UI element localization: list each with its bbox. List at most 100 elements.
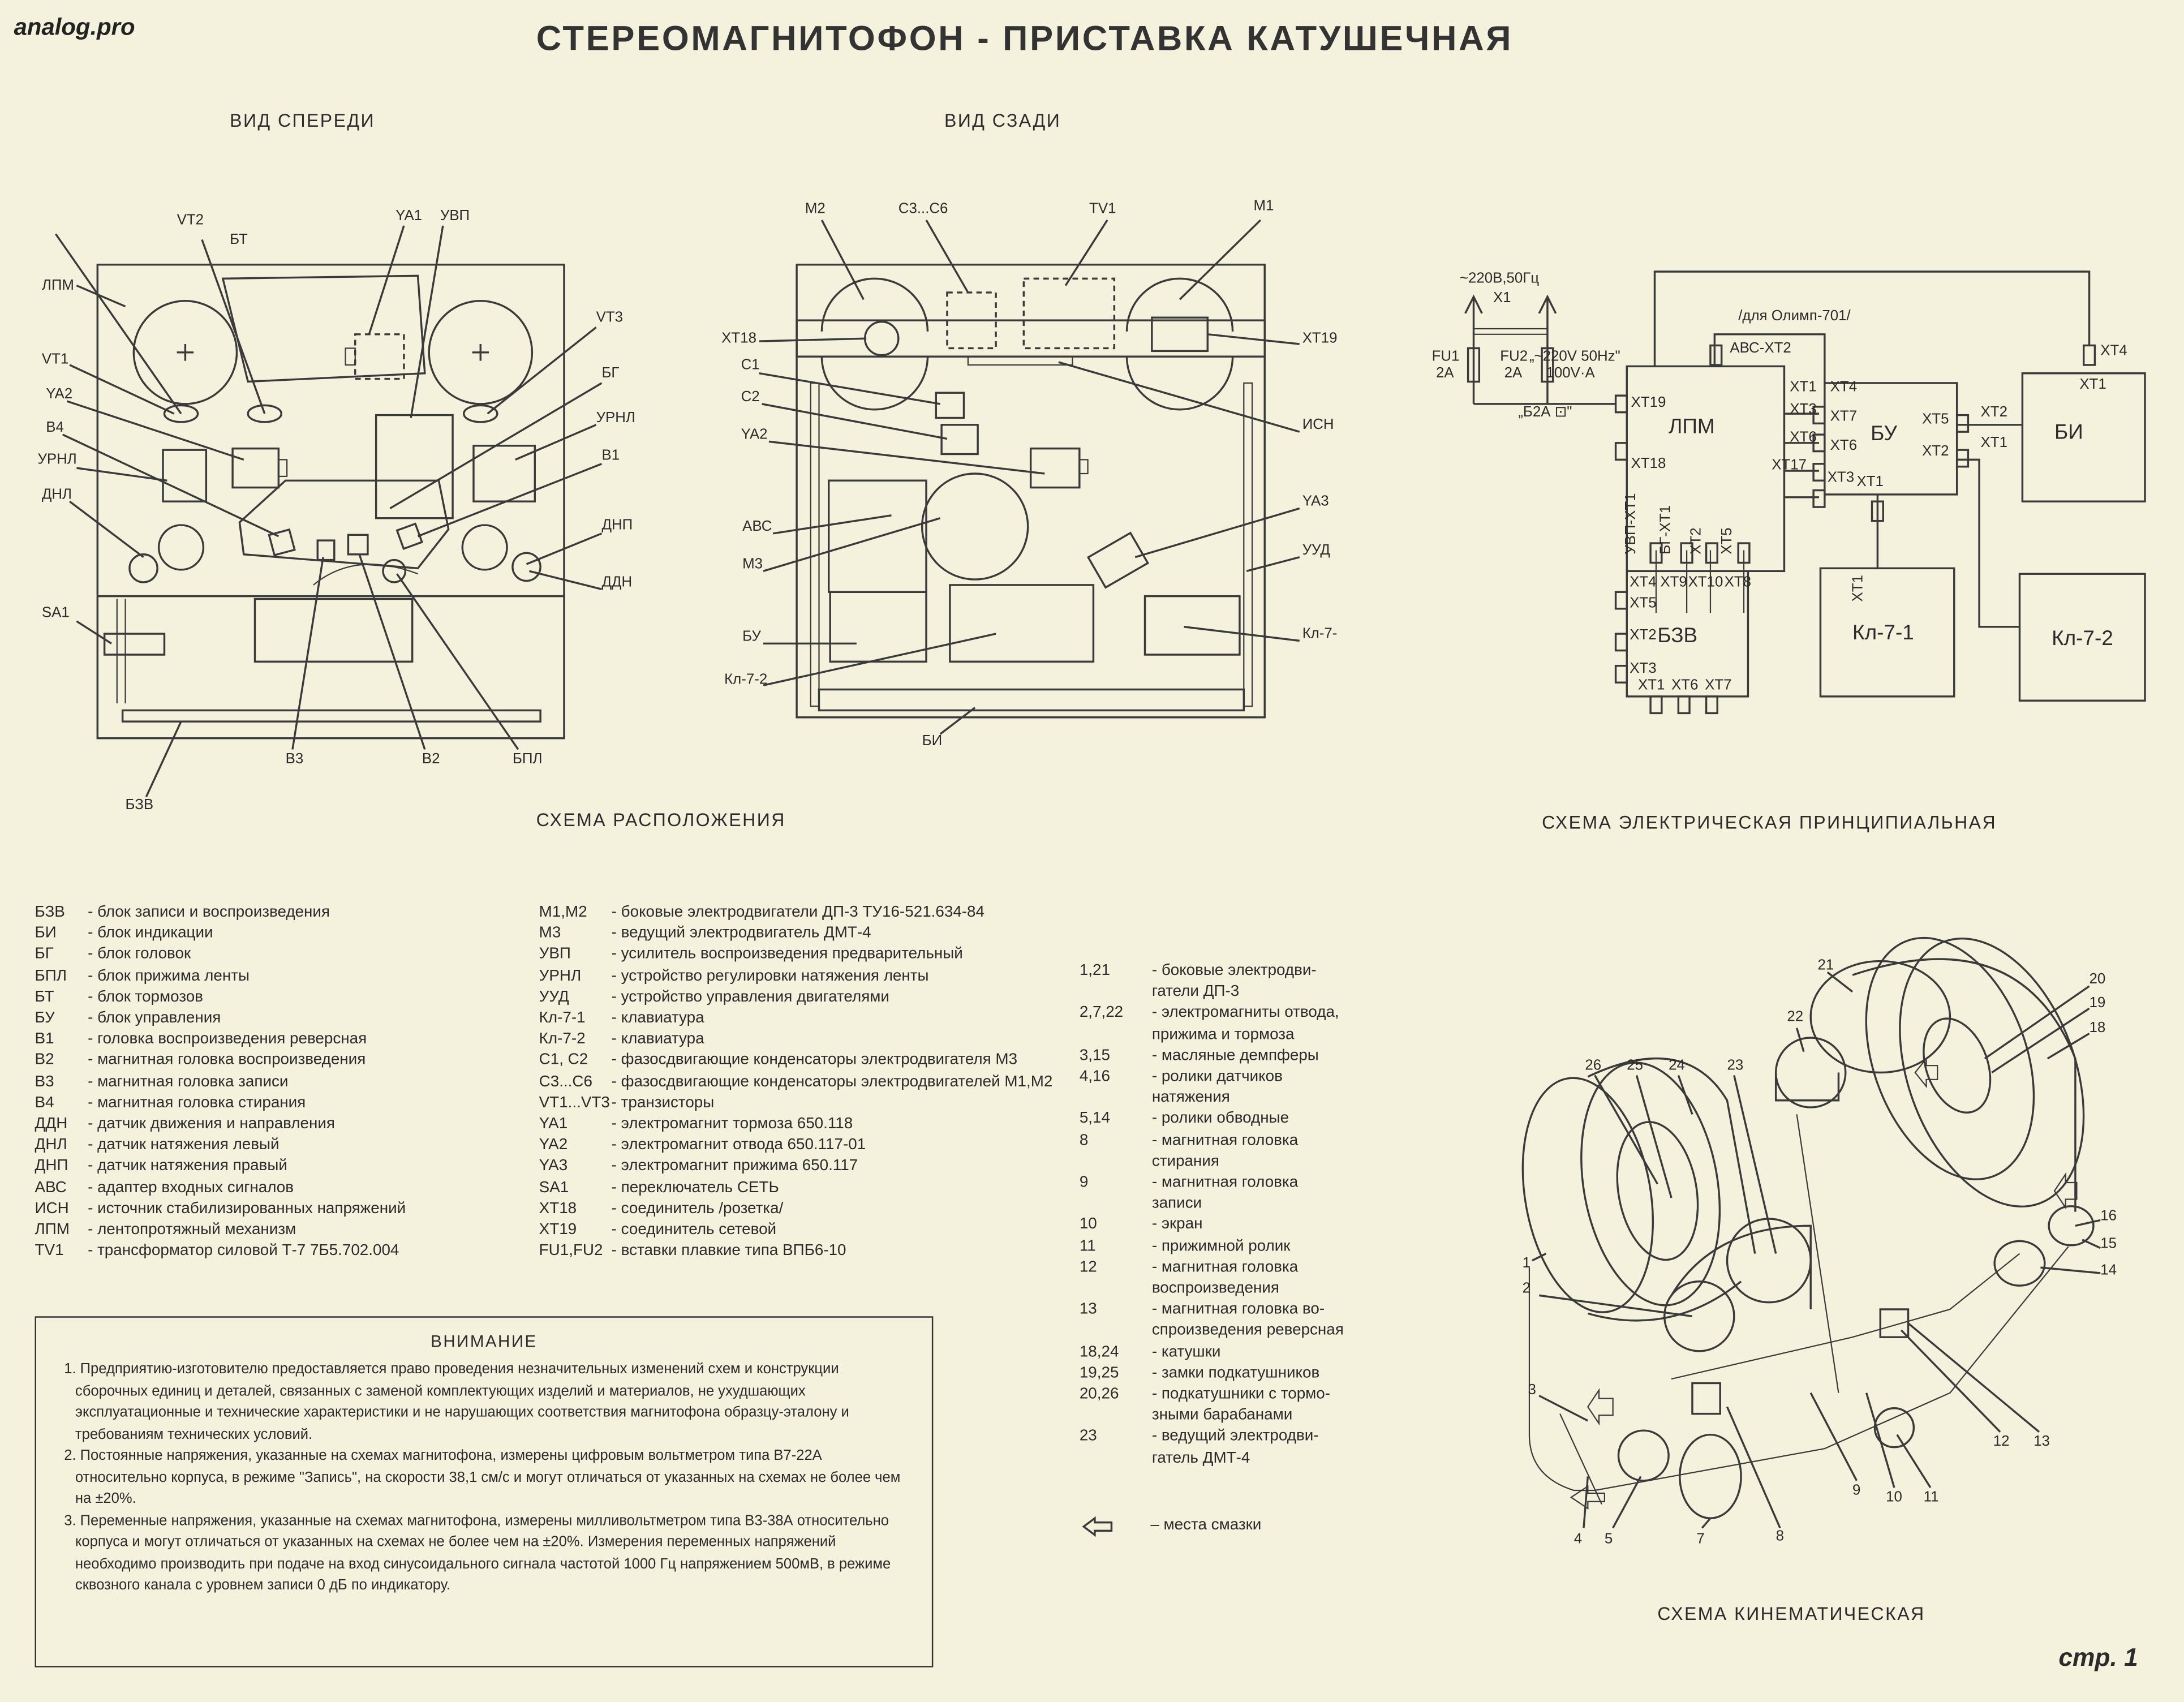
kinematic-number-12: 4 [1573,1531,1583,1548]
electric-label-16: XT3 [1790,401,1817,418]
legend-entry: M3- ведущий электродвигатель ДМТ-4 [539,924,1053,945]
legend-code: 13 [1079,1301,1097,1318]
electric-label-17: XT6 [1790,429,1817,446]
legend-entry: 12- магнитная головка воспроизведения [1080,1258,1344,1300]
legend-description: - источник стабилизированных напряжений [88,1200,406,1218]
electric-label-22: XT3 [1827,469,1855,487]
lubrication-note: – места смазки [1150,1516,1262,1534]
electric-caption: СХЕМА ЭЛЕКТРИЧЕСКАЯ ПРИНЦИПИАЛЬНАЯ [1542,812,1997,833]
legend-description: - блок головок [88,946,191,964]
legend-entry: YA3- электромагнит прижима 650.117 [539,1157,1053,1177]
electric-label-15: XT1 [1790,379,1817,396]
legend-entry: 3,15- масляные демпферы [1080,1046,1344,1067]
legend-description: - устройство регулировки натяжения ленты [611,967,929,985]
kinematic-number-6: 25 [1627,1057,1644,1074]
legend-code: 9 [1079,1174,1089,1191]
back-view-label-14: БУ [742,628,761,645]
legend-entry: C3...C6- фазосдвигающие конденсаторы эле… [539,1072,1053,1093]
back-view-label-10: АВС [742,518,772,535]
legend-description: - боковые электродви- гатели ДП-3 [1151,962,1317,1001]
electric-label-1: X1 [1493,290,1511,307]
electric-label-29: БГ-XT1 [1657,505,1674,555]
electric-label-34: XT10 [1688,574,1723,591]
kinematic-number-22: 15 [2100,1235,2117,1253]
legend-description: - фазосдвигающие конденсаторы электродви… [611,1073,1053,1090]
back-view-label-13: УУД [1302,541,1330,559]
kinematic-number-11: 3 [1528,1382,1536,1399]
front-view-label-8: БГ [601,364,620,382]
back-view-label-7: C2 [741,388,760,406]
legend-entry: БГ - блок головок [35,945,406,966]
legend-description: - усилитель воспроизведения предваритель… [611,946,963,964]
legend-code: 2,7,22 [1079,1004,1124,1022]
legend-description: - транзисторы [611,1094,715,1112]
back-view-label-16: Кл-7-2 [724,671,768,689]
legend-entry: БИ- блок индикации [35,924,406,945]
legend-description: - вставки плавкие типа ВПБ6-10 [611,1243,846,1260]
front-view-label-11: УРНЛ [37,451,77,469]
electric-label-23: XT1 [1856,473,1884,491]
legend-entry: 11- прижимной ролик [1080,1236,1344,1257]
legend-description: - фазосдвигающие конденсаторы электродви… [611,1052,1018,1069]
site-watermark[interactable]: analog.pro [14,14,135,41]
legend-description: - подкатушники с тормо- зными барабанами [1151,1386,1331,1424]
legend-description: - блок тормозов [88,988,203,1005]
legend-code: 18,24 [1079,1343,1119,1361]
legend-description: - соединитель сетевой [611,1222,777,1239]
back-view-label-0: M2 [805,200,826,218]
electric-label-37: XT2 [1630,626,1657,644]
front-view-label-6: VT1 [41,351,69,368]
legend-code: YA1 [539,1115,568,1133]
legend-code: 4,16 [1079,1068,1110,1085]
legend-code: YA2 [539,1137,568,1154]
legend-description: - блок индикации [88,925,213,942]
electric-label-2: FU1 [1431,348,1460,365]
warning-paragraph-2: 2. Постоянные напряжения, указанные на с… [64,1449,901,1507]
legend-code: ДНЛ [35,1137,67,1154]
kinematic-number-18: 11 [1923,1489,1939,1506]
legend-entry: 19,25 - замки подкатушников [1080,1364,1344,1385]
legend-description: - магнитная головка во- спроизведения ре… [1151,1301,1344,1339]
electric-block-3: БЗВ [1657,624,1698,648]
legend-entry: БПЛ- блок прижима ленты [35,966,406,987]
front-view-label-4: ЛПМ [41,277,74,294]
legend-code: АВС [35,1179,67,1196]
kinematic-number-10: 2 [1522,1280,1531,1297]
legend-entry: БТ- блок тормозов [35,987,406,1008]
legend-code: XT18 [539,1200,577,1218]
legend-code: В1 [35,1031,54,1048]
electric-label-35: XT8 [1724,574,1752,591]
electric-block-0: ЛПМ [1669,415,1715,439]
legend-description: - замки подкатушников [1151,1365,1320,1382]
kinematic-number-8: 23 [1727,1057,1744,1074]
electric-block-4: Кл-7-1 [1852,621,1914,645]
back-view-label-12: M3 [742,556,763,573]
legend-code: 19,25 [1079,1365,1119,1382]
legend-code: VT1...VT3 [539,1094,610,1112]
legend-description: - лентопротяжный механизм [88,1222,296,1239]
kinematic-diagram-drawing [1521,936,2101,1529]
front-view-label-10: УРНЛ [596,409,635,427]
legend-entry: 1,21- боковые электродви- гатели ДП-3 [1080,961,1344,1004]
legend-entry: YA1- электромагнит тормоза 650.118 [539,1114,1053,1135]
legend-code: Кл-7-1 [539,1009,586,1027]
legend-code: ДДН [35,1115,68,1133]
legend-description: - экран [1151,1217,1203,1233]
legend-code: БУ [35,1009,55,1027]
legend-code: 11 [1079,1237,1096,1255]
back-view-label-11: YA3 [1302,493,1329,510]
warning-box: ВНИМАНИЕ 1. Предприятию-изготовителю пре… [35,1316,934,1667]
front-view-label-3: УВП [440,207,470,225]
electric-label-24: XT5 [1922,411,1949,428]
electric-label-38: XT3 [1630,660,1657,677]
electric-label-21: XT6 [1830,437,1858,454]
legend-description: - электромагниты отвода, прижима и тормо… [1151,1004,1339,1043]
legend-code: БГ [35,946,54,964]
legend-code: Кл-7-2 [539,1031,586,1048]
legend-entry: C1, C2- фазосдвигающие конденсаторы элек… [539,1051,1053,1072]
legend-description: - ведущий электродвигатель ДМТ-4 [611,925,871,942]
legend-entry: В2- магнитная головка воспроизведения [35,1051,406,1072]
legend-code: ДНП [35,1158,68,1175]
legend-entry: Кл-7-1- клавиатура [539,1008,1053,1029]
